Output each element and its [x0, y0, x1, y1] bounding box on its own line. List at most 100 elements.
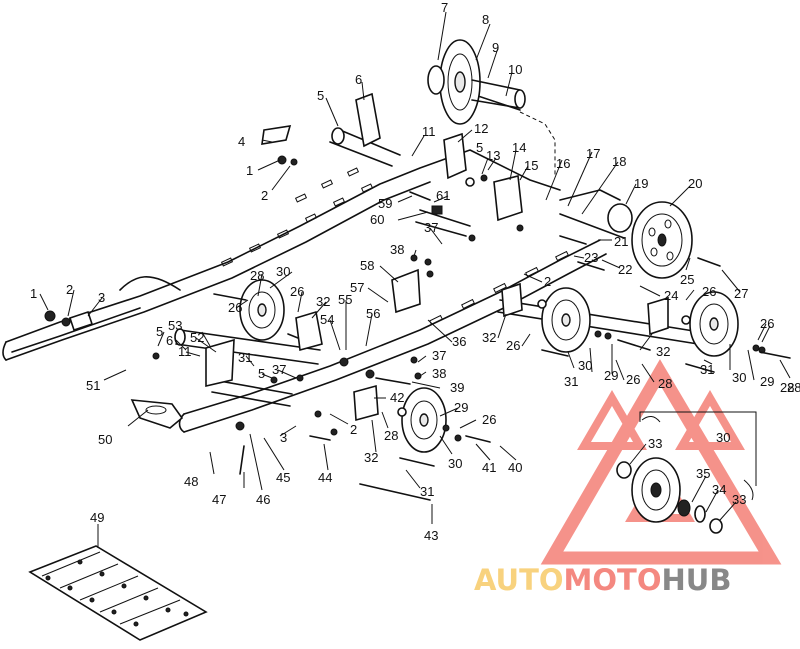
- callout-35: 35: [696, 466, 710, 481]
- callout-47: 47: [212, 492, 226, 507]
- callout-26e: 26: [506, 338, 520, 353]
- callout-44: 44: [318, 470, 332, 485]
- callout-29c: 29: [454, 400, 468, 415]
- callout-50: 50: [98, 432, 112, 447]
- callout-28d: 28: [787, 380, 800, 395]
- callout-28e: 28: [384, 428, 398, 443]
- callout-16: 16: [556, 156, 570, 171]
- callout-2c: 2: [66, 282, 73, 297]
- callout-29b: 29: [760, 374, 774, 389]
- callout-54: 54: [320, 312, 334, 327]
- callout-2b: 2: [544, 274, 551, 289]
- callout-32a: 32: [316, 294, 330, 309]
- wheel-30-exploded: [616, 416, 754, 534]
- wheel-30-left: [239, 279, 285, 341]
- track-clip-49: [28, 545, 208, 641]
- callout-61: 61: [436, 188, 450, 203]
- callout-30b: 30: [578, 358, 592, 373]
- rear-axle-assembly: [427, 39, 556, 175]
- callout-30e: 30: [716, 430, 730, 445]
- callout-5b: 5: [476, 140, 483, 155]
- svg-text:AUTOMOTOHUB: AUTOMOTOHUB: [474, 563, 731, 597]
- callout-2d: 2: [350, 422, 357, 437]
- callout-53: 53: [168, 318, 182, 333]
- callout-42: 42: [390, 390, 404, 405]
- callout-20: 20: [688, 176, 702, 191]
- callout-37: 37: [424, 220, 438, 235]
- callout-19: 19: [634, 176, 648, 191]
- callout-52: 52: [190, 330, 204, 345]
- watermark-text: AUTOMOTOHUB: [474, 563, 731, 597]
- callout-56: 56: [366, 306, 380, 321]
- callout-8: 8: [482, 12, 489, 27]
- callout-38: 38: [390, 242, 404, 257]
- callout-1b: 1: [30, 286, 37, 301]
- callout-30c: 30: [732, 370, 746, 385]
- right-slide-rail: [178, 189, 621, 433]
- callout-26c: 26: [290, 284, 304, 299]
- callout-31b: 31: [564, 374, 578, 389]
- watermark-hub: HUB: [662, 563, 732, 597]
- callout-49: 49: [90, 510, 104, 525]
- callout-13: 13: [486, 148, 500, 163]
- callout-59: 59: [378, 196, 392, 211]
- callout-30a: 30: [276, 264, 290, 279]
- fasteners: [44, 155, 791, 475]
- callout-21: 21: [614, 234, 628, 249]
- callout-37c: 37: [432, 348, 446, 363]
- callout-41: 41: [482, 460, 496, 475]
- callout-23: 23: [584, 250, 598, 265]
- callout-3b: 3: [280, 430, 287, 445]
- callout-58: 58: [360, 258, 374, 273]
- callout-38b: 38: [432, 366, 446, 381]
- callout-9: 9: [492, 40, 499, 55]
- callout-10: 10: [508, 62, 522, 77]
- callout-18: 18: [612, 154, 626, 169]
- callout-12: 12: [474, 121, 488, 136]
- idler-wheels: [239, 201, 754, 534]
- callout-14: 14: [512, 140, 526, 155]
- callout-2: 2: [261, 188, 268, 203]
- callout-30d: 30: [448, 456, 462, 471]
- callout-60: 60: [370, 212, 384, 227]
- callout-33a: 33: [648, 436, 662, 451]
- callout-28c: 28: [658, 376, 672, 391]
- callout-26f: 26: [626, 372, 640, 387]
- callout-32b: 32: [482, 330, 496, 345]
- callout-45: 45: [276, 470, 290, 485]
- callout-31d: 31: [420, 484, 434, 499]
- callout-24: 24: [664, 288, 678, 303]
- callout-26a: 26: [702, 284, 716, 299]
- callout-1: 1: [246, 163, 253, 178]
- callout-31c: 31: [700, 362, 714, 377]
- callout-26b: 26: [760, 316, 774, 331]
- callout-3a: 3: [98, 290, 105, 305]
- watermark-moto: MOTO: [564, 563, 662, 597]
- callout-37b: 37: [272, 362, 286, 377]
- callout-43: 43: [424, 528, 438, 543]
- wheel-30-front: [401, 387, 447, 453]
- callout-39: 39: [450, 380, 464, 395]
- watermark-auto: AUTO: [474, 563, 564, 597]
- callout-46: 46: [256, 492, 270, 507]
- left-slide-rail: [2, 149, 561, 361]
- callout-11b: 11: [178, 344, 192, 359]
- callout-40: 40: [508, 460, 522, 475]
- callout-5c: 5: [156, 324, 163, 339]
- callout-6b: 6: [166, 333, 173, 348]
- callout-26g: 26: [482, 412, 496, 427]
- callout-28a: 28: [780, 380, 794, 395]
- callout-6: 6: [355, 72, 362, 87]
- callout-4: 4: [238, 134, 245, 149]
- callout-27: 27: [734, 286, 748, 301]
- wheel-30-center: [541, 287, 591, 353]
- callout-28b: 28: [250, 268, 264, 283]
- callout-55: 55: [338, 292, 352, 307]
- callout-32c: 32: [656, 344, 670, 359]
- callout-57: 57: [350, 280, 364, 295]
- callout-51: 51: [86, 378, 100, 393]
- callout-26d: 26: [228, 300, 242, 315]
- callout-33b: 33: [732, 492, 746, 507]
